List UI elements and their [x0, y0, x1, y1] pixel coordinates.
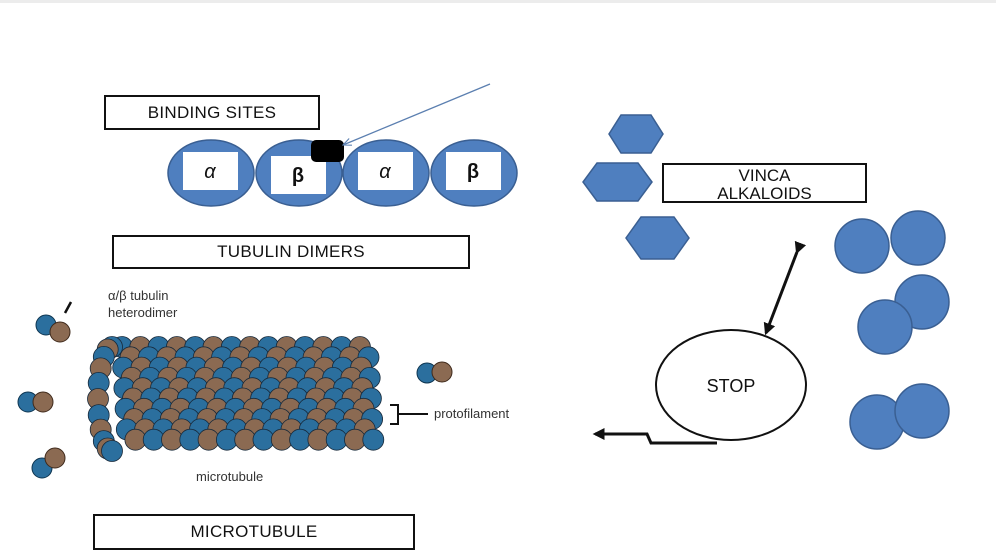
- microtubule-subunit: [215, 428, 238, 451]
- pair3-circle-b: [894, 383, 950, 439]
- hexagon-1: [608, 114, 664, 154]
- heterodimer-pointer: [63, 301, 73, 314]
- pair1-circle-b: [890, 210, 946, 266]
- pair2-circle-a: [857, 299, 913, 355]
- tubulin-dimer-chain: α β α β: [167, 83, 518, 207]
- free-dimer1-beta: [49, 321, 71, 343]
- free-dimer4-beta: [431, 361, 453, 383]
- microtubule-subunit: [344, 428, 366, 451]
- microtubule-end-subunit: [101, 440, 123, 462]
- stop-label: STOP: [707, 376, 756, 396]
- beta-label-1: β: [292, 165, 304, 187]
- tubulin-dimers-label: TUBULIN DIMERS: [112, 235, 470, 269]
- binding-site-arrow: [343, 83, 491, 145]
- microtubule-subunit: [197, 428, 220, 451]
- stop-circle: [655, 329, 807, 441]
- vinca-label-line1: VINCA: [738, 166, 791, 185]
- right-dimer-pairs: [834, 210, 950, 450]
- microtubule-subunit: [325, 428, 348, 451]
- vinca-alkaloid-hexagons: [582, 114, 690, 260]
- alpha-label-2: α: [379, 161, 391, 183]
- microtubule-subunit: [142, 428, 165, 451]
- beta-label-2: β: [467, 161, 479, 183]
- vinca-alkaloids-label: VINCA ALKALOIDS: [662, 163, 867, 203]
- stop-arrow: [592, 428, 717, 445]
- heterodimer-label-line2: heterodimer: [108, 305, 178, 320]
- free-dimer3-beta: [44, 447, 66, 469]
- microtubule-label: microtubule: [196, 469, 263, 484]
- protofilament-label: protofilament: [434, 406, 510, 421]
- hexagon-3: [625, 216, 690, 260]
- microtubule-subunit: [234, 428, 257, 451]
- microtubule-subunit: [252, 428, 275, 451]
- microtubule-figure: α/β tubulin heterodimer protofilament mi…: [17, 288, 510, 484]
- microtubule-subunit: [179, 428, 202, 451]
- microtubule-subunit: [161, 428, 183, 451]
- protofilament-bracket: [390, 404, 428, 425]
- binding-site-marker: [311, 140, 344, 162]
- microtubule-label-box: MICROTUBULE: [93, 514, 415, 550]
- heterodimer-label-line1: α/β tubulin: [108, 288, 169, 303]
- double-arrow: [763, 240, 807, 336]
- hexagon-2: [582, 162, 653, 202]
- microtubule-subunit: [124, 428, 147, 451]
- pair1-circle-a: [834, 218, 890, 274]
- microtubule-subunit: [289, 428, 312, 451]
- microtubule-subunit: [270, 428, 293, 451]
- microtubule-subunit: [307, 428, 330, 451]
- vinca-label-line2: ALKALOIDS: [717, 184, 812, 203]
- top-bar: [0, 0, 996, 3]
- microtubule-cylinder: [87, 336, 385, 462]
- alpha-label-1: α: [204, 161, 216, 183]
- binding-sites-label: BINDING SITES: [104, 95, 320, 130]
- microtubule-subunit: [362, 428, 385, 451]
- free-dimer2-beta: [32, 391, 54, 413]
